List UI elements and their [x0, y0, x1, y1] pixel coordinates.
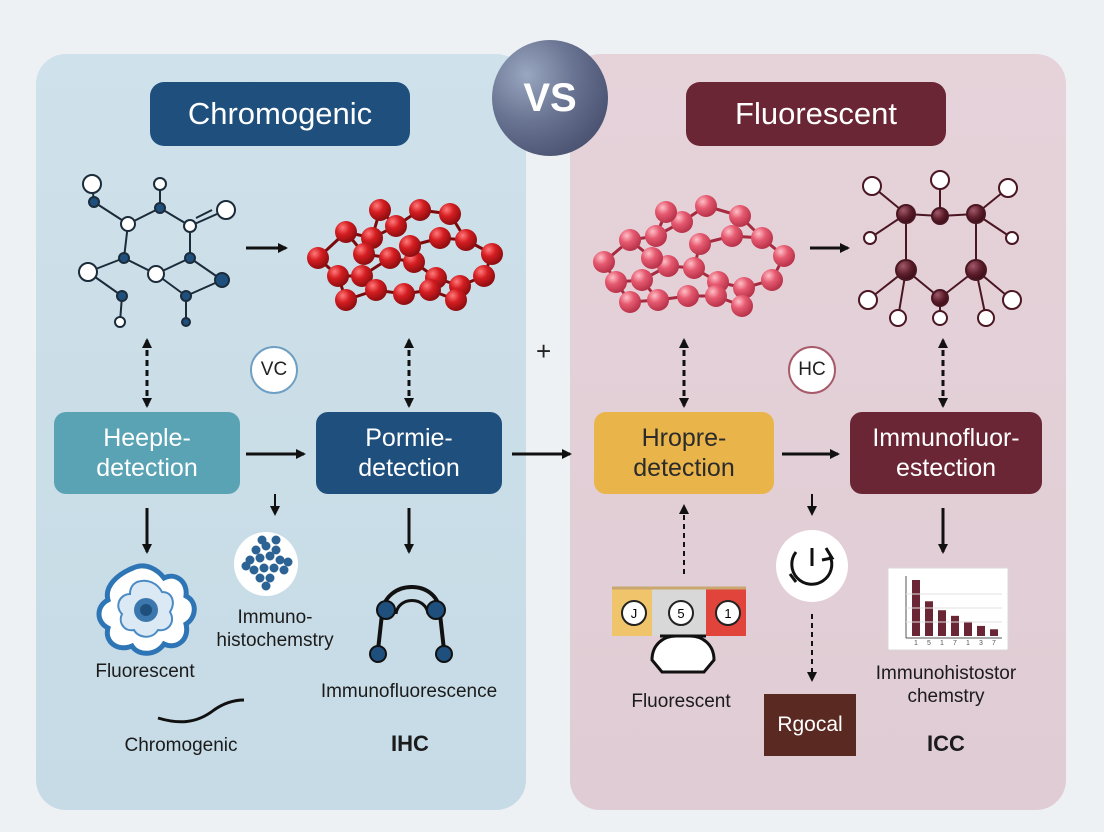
- flow-arrows: [142, 243, 948, 682]
- chart-bar: [925, 601, 933, 636]
- label-immunohistostor-chemstry: Immunohistostor chemstry: [875, 663, 1017, 707]
- linker-icon: [369, 585, 453, 663]
- histochemistry-dots-icon: [234, 532, 298, 596]
- bar-chart-card: [887, 567, 1009, 651]
- label-ihc: IHC: [391, 731, 429, 756]
- label-icc: ICC: [927, 731, 965, 756]
- label-immunofluorescence: Immunofluorescence: [320, 681, 498, 702]
- pink-molecule-icon: [593, 195, 795, 317]
- label-fluorescent-right: Fluorescent: [631, 691, 731, 712]
- red-molecule-icon: [307, 199, 503, 311]
- chart-tick-label: 3: [979, 640, 983, 647]
- squiggle-line: [157, 698, 245, 724]
- label-immuno-histochemistry: Immuno- histochemstry: [216, 607, 334, 651]
- chart-bar: [977, 625, 985, 636]
- fluorescent-title: Fluorescent: [686, 82, 946, 146]
- label-fluorescent-left: Fluorescent: [95, 661, 195, 682]
- chart-bar: [990, 629, 998, 636]
- strip-cell-2: 5: [668, 600, 694, 626]
- rgocal-box: Rgocal: [764, 694, 856, 756]
- chart-tick-label: 1: [966, 640, 970, 647]
- plus-sign: +: [536, 336, 552, 366]
- chart-tick-label: 1: [940, 640, 944, 647]
- cycle-icon: [776, 530, 848, 602]
- hropre-detection-box: Hropre- detection: [594, 412, 774, 494]
- cell-icon: [96, 563, 197, 656]
- chromogenic-structure-nodes: [78, 174, 236, 328]
- chart-tick-label: 7: [992, 640, 996, 647]
- chart-bar: [964, 621, 972, 636]
- chart-tick-label: 1: [914, 640, 918, 647]
- hc-badge: HC: [788, 346, 836, 394]
- chart-bar: [951, 615, 959, 636]
- strip-cell-1: J: [621, 600, 647, 626]
- heeple-detection-box: Heeple- detection: [54, 412, 240, 494]
- vc-badge: VC: [250, 346, 298, 394]
- pormie-detection-box: Pormie- detection: [316, 412, 502, 494]
- label-chromogenic-bottom: Chromogenic: [124, 735, 238, 756]
- vs-badge: VS: [492, 40, 608, 156]
- immunofluorestection-box: Immunofluor- estection: [850, 412, 1042, 494]
- chart-tick-label: 5: [927, 640, 931, 647]
- chart-tick-label: 7: [953, 640, 957, 647]
- strip-cell-3: 1: [715, 600, 741, 626]
- chromogenic-title: Chromogenic: [150, 82, 410, 146]
- fluorescent-structure-nodes: [858, 170, 1022, 327]
- chart-bar: [938, 610, 946, 636]
